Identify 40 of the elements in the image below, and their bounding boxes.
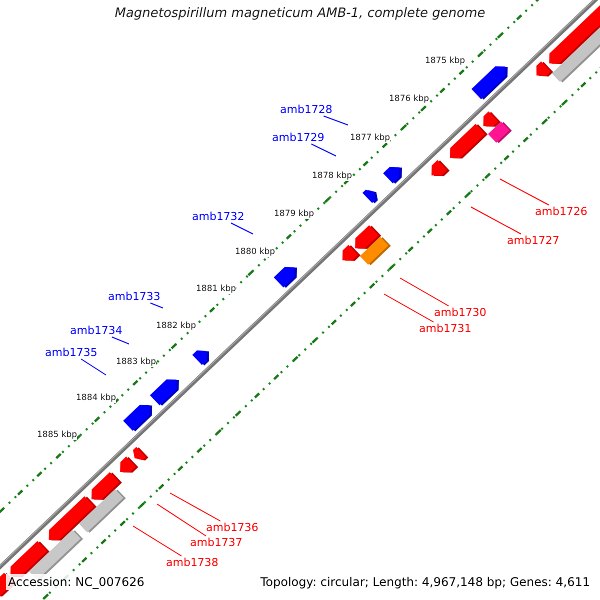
leader-line — [132, 526, 182, 556]
gene-label: amb1734 — [70, 324, 122, 337]
leader-line — [170, 492, 221, 522]
leader-line — [111, 336, 130, 344]
leader-line — [230, 222, 254, 234]
position-label: 1877 kbp — [350, 133, 390, 143]
position-label: 1875 kbp — [425, 56, 466, 66]
leader-line — [384, 294, 434, 322]
position-label: 1879 kbp — [274, 209, 314, 219]
leader-line — [400, 278, 450, 306]
gene-label: amb1726 — [535, 205, 588, 218]
leader-line — [80, 358, 106, 376]
leader-line — [500, 178, 550, 206]
gene-label: amb1737 — [190, 536, 242, 549]
genome-title: Magnetospirillum magneticum AMB-1, complete genome — [114, 6, 486, 21]
position-label: 1878 kbp — [312, 171, 352, 181]
position-label: 1884 kbp — [76, 393, 116, 403]
position-label: 1885 kbp — [37, 430, 78, 440]
gene-label: amb1735 — [45, 346, 98, 359]
gene-label: amb1733 — [108, 290, 160, 303]
position-label: 1882 kbp — [156, 321, 196, 331]
position-label: 1876 kbp — [389, 94, 430, 104]
gene-label: amb1728 — [280, 103, 332, 116]
leader-line — [323, 116, 348, 126]
genome-info-text: Accession: NC_007626 — [6, 574, 146, 590]
gene-label: amb1730 — [434, 306, 486, 319]
leader-line — [150, 302, 164, 308]
position-label: 1881 kbp — [196, 284, 236, 294]
gene-label: amb1732 — [192, 210, 244, 223]
gene-label: amb1736 — [206, 521, 258, 534]
leader-line — [470, 206, 522, 234]
gene-label: amb1738 — [166, 556, 218, 569]
gene-label: amb1731 — [419, 322, 472, 335]
position-label: 1880 kbp — [235, 247, 276, 257]
position-label: 1883 kbp — [116, 357, 156, 367]
gene-label: amb1727 — [507, 234, 560, 247]
gene-label: amb1729 — [272, 131, 324, 144]
leader-line — [156, 504, 207, 536]
genome-info-text: Topology: circular; Length: 4,967,148 bp; Genes: 4,611 — [258, 574, 592, 590]
leader-line — [310, 144, 336, 156]
